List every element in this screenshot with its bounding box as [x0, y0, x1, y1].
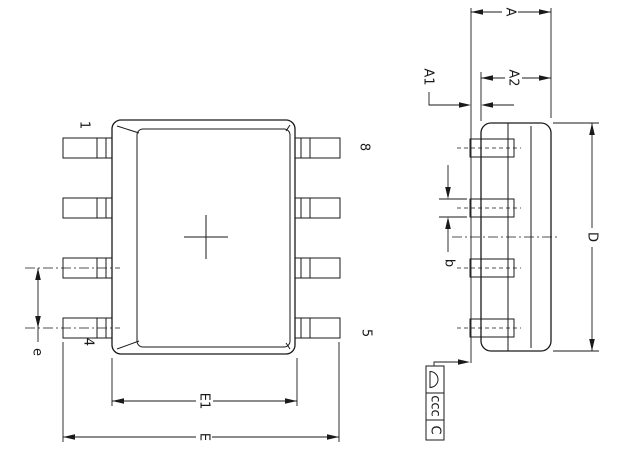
dim-e: e: [30, 268, 45, 356]
lead: [62, 137, 113, 159]
arrowhead-up-icon: [35, 268, 41, 280]
lead-bend-lines: [300, 138, 311, 338]
arrowhead-left-icon: [481, 102, 493, 108]
leader-line: [428, 92, 514, 106]
center-cross-mark: [184, 215, 228, 259]
arrowhead-up-icon: [445, 217, 451, 229]
arrowhead-left-icon: [63, 434, 75, 440]
arrowhead-down-icon: [445, 187, 451, 199]
arrowhead-down-icon: [589, 339, 595, 351]
dim-a1-label: A1: [421, 68, 436, 85]
dim-a2-label: A2: [506, 69, 521, 86]
leader-line: [433, 361, 459, 366]
arrowhead-left-icon: [112, 398, 124, 404]
arrowhead-right-icon: [327, 434, 339, 440]
dim-d: D: [553, 122, 600, 352]
arrowhead-down-icon: [35, 316, 41, 328]
extension-lines: [553, 122, 599, 352]
arrowhead-right-icon: [459, 102, 471, 108]
arrowhead-left-icon: [481, 75, 493, 81]
lead-hidden-lines: [457, 147, 521, 329]
dim-a1: A1: [421, 68, 514, 108]
dim-e1: E1: [111, 358, 298, 414]
feature-frame-box: [425, 365, 445, 441]
lead-centerlines: [25, 267, 120, 329]
lead: [294, 257, 341, 279]
tolerance-value-label: ccc: [428, 395, 443, 416]
arrowhead-right-icon: [285, 398, 297, 404]
dim-b-label: b: [442, 259, 457, 267]
side-view: A A2 A1 b: [421, 4, 600, 363]
dim-e-overall: E: [62, 342, 340, 446]
arrowhead-up-icon: [589, 123, 595, 135]
dim-e1-label: E1: [197, 393, 212, 410]
package-body-inner-edge: [136, 128, 291, 348]
datum-reference-label: C: [428, 425, 443, 434]
left-leads: [62, 137, 113, 339]
lead: [62, 197, 113, 219]
pin1-label: 1: [77, 121, 92, 129]
dim-a2: A2: [480, 63, 551, 121]
profile-of-surface-icon: [429, 370, 439, 389]
dim-e-label: e: [30, 348, 45, 356]
extension-lines: [439, 198, 467, 218]
pin8-label: 8: [357, 143, 372, 151]
dim-a: A: [471, 4, 552, 118]
arrowhead-right-icon: [458, 359, 470, 365]
pin4-label: 4: [81, 338, 96, 346]
lead: [294, 197, 341, 219]
lead: [294, 137, 341, 159]
dim-d-label: D: [585, 232, 600, 242]
arrowhead-left-icon: [471, 9, 483, 15]
dim-e-overall-label: E: [197, 433, 212, 441]
pin5-label: 5: [359, 329, 374, 337]
arrowhead-right-icon: [539, 75, 551, 81]
package-body-outline: [111, 119, 296, 355]
corner-chamfer-lines: [116, 124, 291, 350]
lead: [294, 317, 341, 339]
feature-frame-dividers: [426, 392, 444, 421]
dim-a-label: A: [503, 8, 518, 17]
right-leads: [294, 137, 341, 339]
extension-lines: [111, 358, 298, 406]
top-view: e E1 E 1 8 5 4: [25, 119, 374, 446]
datum-feature-frame: ccc C: [425, 359, 470, 441]
arrowhead-right-icon: [539, 9, 551, 15]
extension-lines: [62, 342, 340, 442]
dim-b: b: [439, 165, 467, 267]
side-leads: [457, 138, 521, 338]
lead-bend-lines: [96, 138, 107, 338]
